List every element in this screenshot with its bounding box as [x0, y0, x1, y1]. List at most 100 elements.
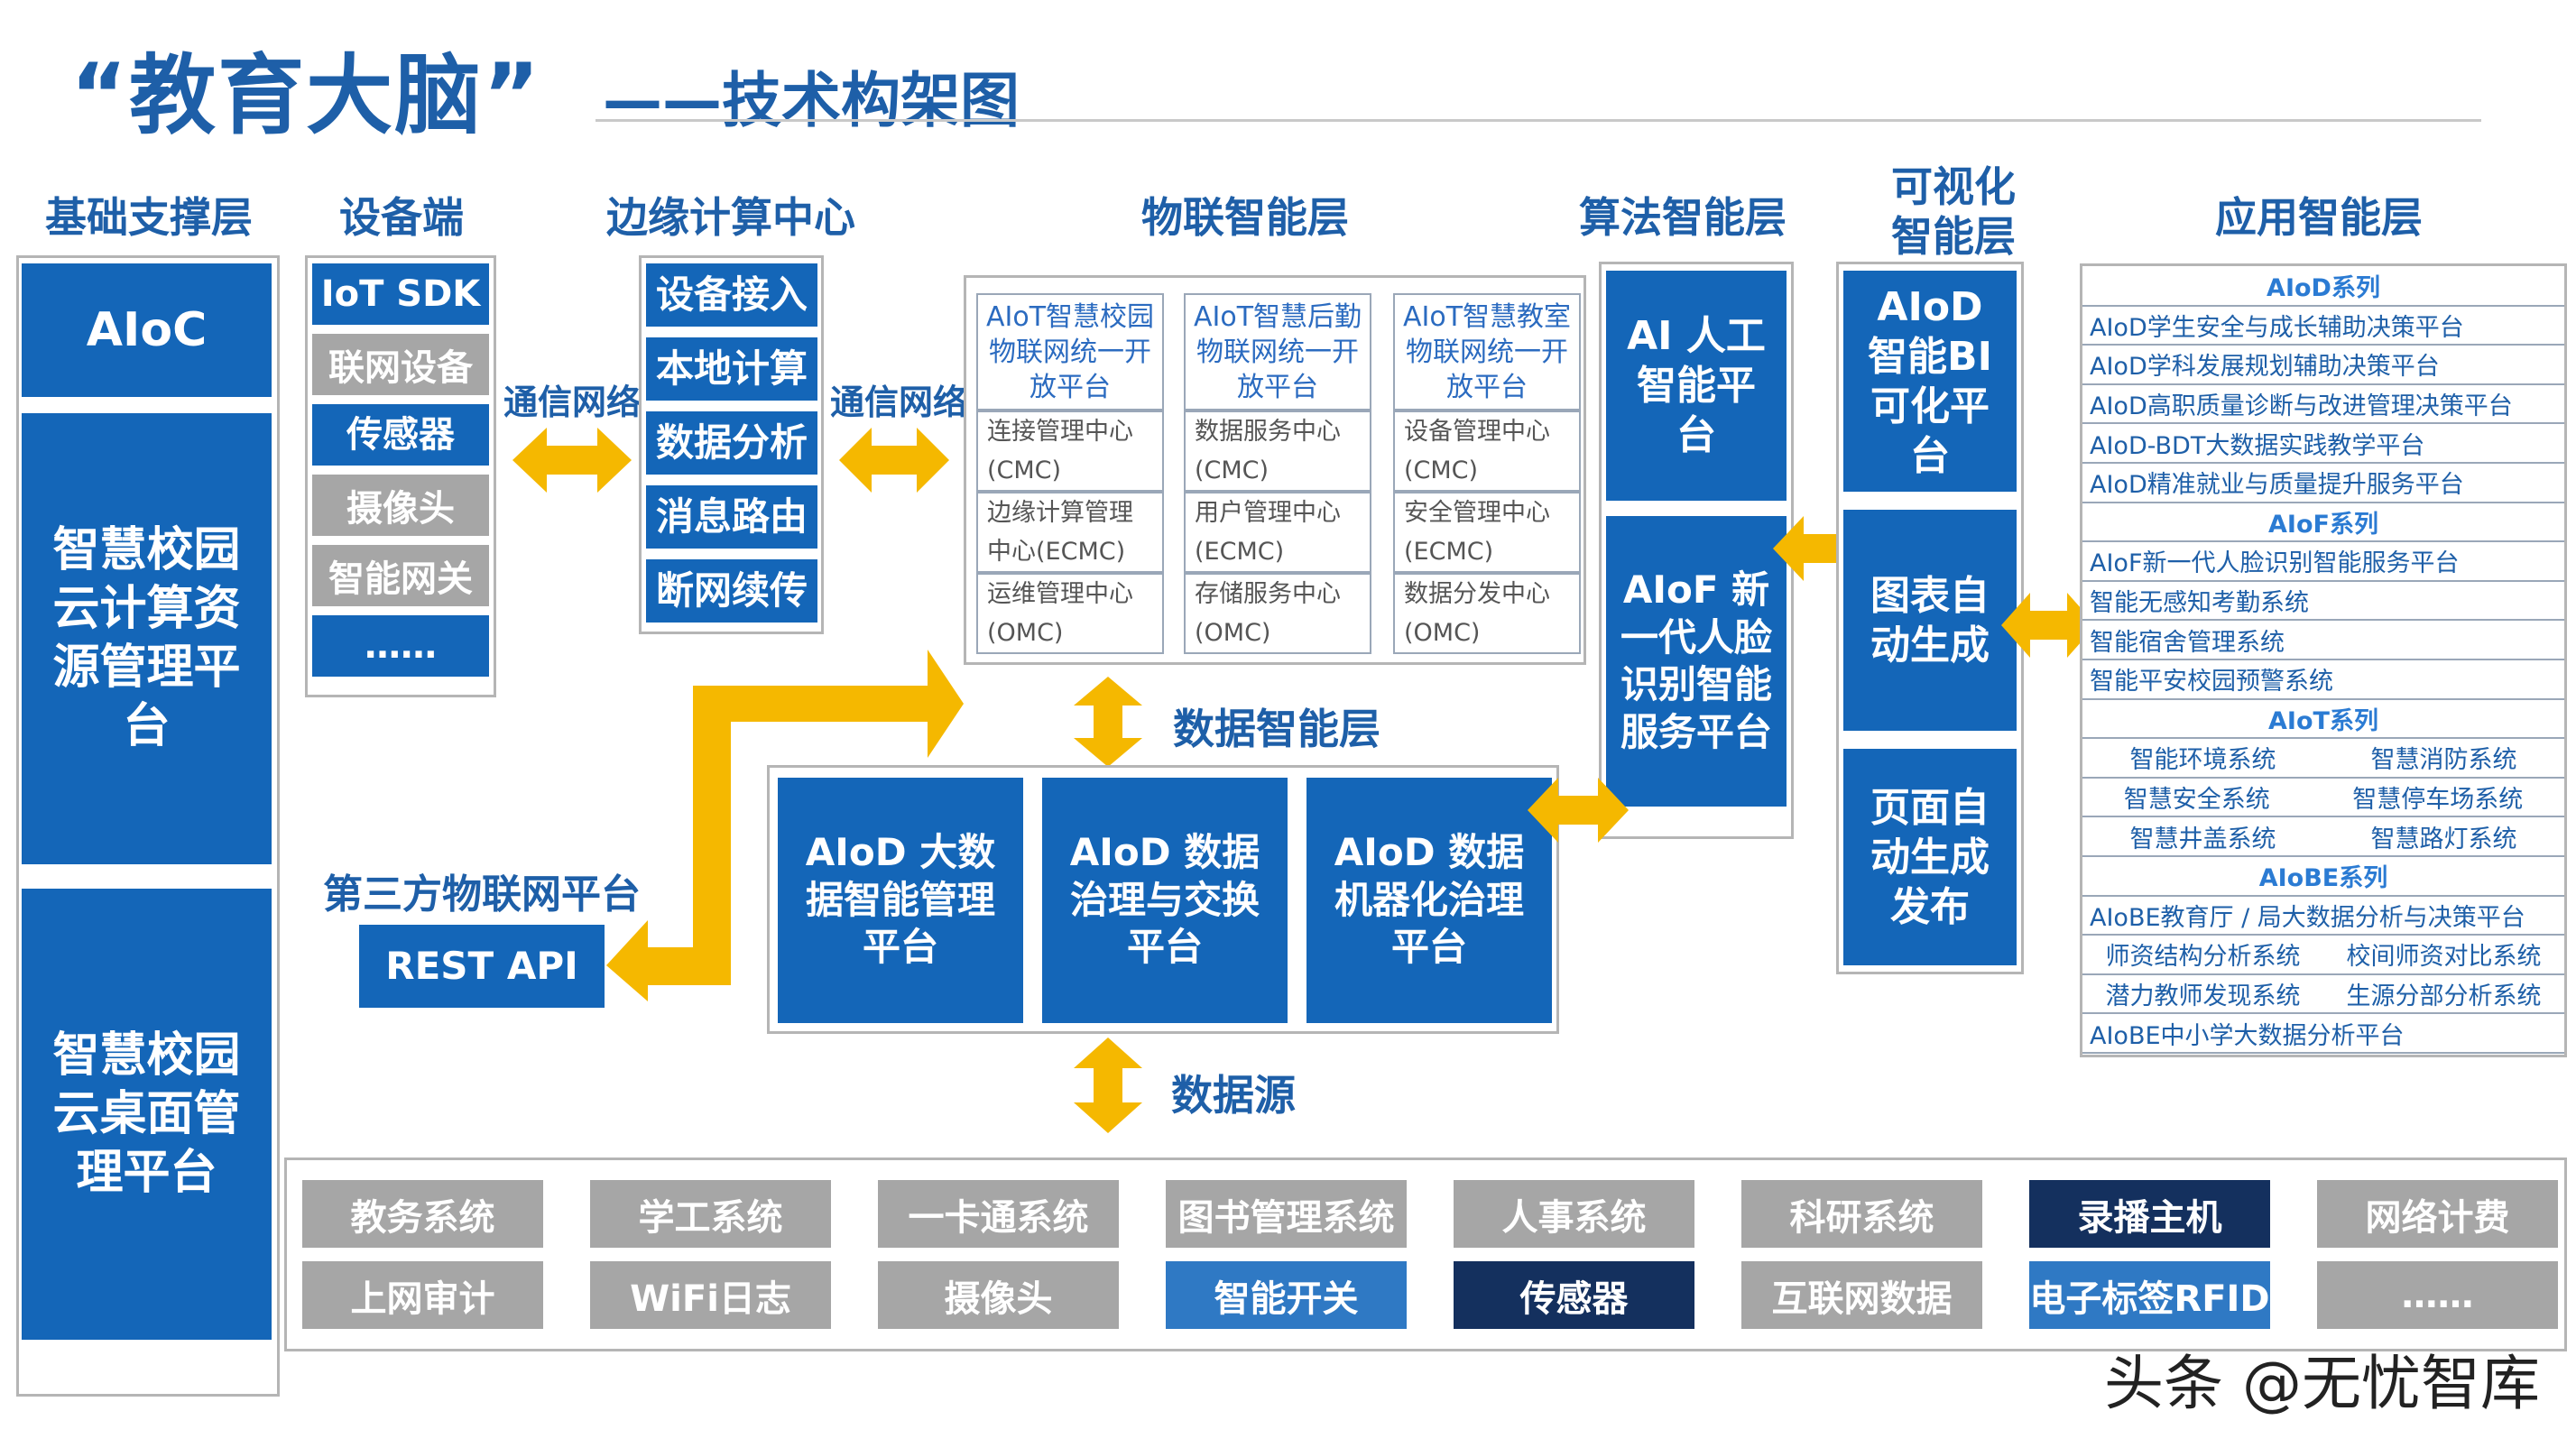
comm-network-label-1: 通信网络 [503, 383, 642, 422]
iot-sub-cell: 用户管理中心(ECMC) [1184, 492, 1371, 573]
iot-column-classroom: AIoT智慧教室物联网统一开放平台 设备管理中心(CMC) 安全管理中心(ECM… [1393, 293, 1581, 654]
aiof-platform-box[interactable]: AIoF 新一代人脸识别智能服务平台 [1606, 516, 1787, 807]
data-source-item[interactable]: 图书管理系统 [1166, 1180, 1407, 1248]
data-source-item[interactable]: …… [2317, 1261, 2558, 1329]
iot-title-classroom[interactable]: AIoT智慧教室物联网统一开放平台 [1393, 293, 1581, 410]
double-arrow-icon [839, 428, 949, 493]
data-intelligence-label: 数据智能层 [1173, 705, 1380, 753]
application-item[interactable]: 校间师资对比系统 [2346, 943, 2542, 972]
page-subtitle: ——技术构架图 [603, 66, 1020, 135]
double-arrow-icon [512, 428, 632, 493]
third-party-label: 第三方物联网平台 [323, 872, 641, 918]
data-source-item[interactable]: 人事系统 [1454, 1180, 1694, 1248]
data-sources-row-2: 上网审计 WiFi日志摄像头智能开关传感器互联网数据电子标签RFID …… [302, 1261, 2558, 1329]
application-item[interactable]: 生源分部分析系统 [2346, 982, 2542, 1011]
iot-title-campus[interactable]: AIoT智慧校园物联网统一开放平台 [976, 293, 1164, 410]
data-source-item[interactable]: 教务系统 [302, 1180, 543, 1248]
double-arrow-icon [2001, 593, 2096, 658]
comm-network-label-2: 通信网络 [830, 383, 968, 422]
application-item[interactable]: AIoD精准就业与质量提升服务平台 [2082, 464, 2564, 503]
application-item[interactable]: 智能宿舍管理系统 [2082, 621, 2564, 660]
ai-platform-box[interactable]: AI 人工智能平台 [1606, 271, 1787, 501]
application-item[interactable]: AIoBE教育厅 / 局大数据分析与决策平台 [2082, 897, 2564, 936]
data-source-item[interactable]: 电子标签RFID [2029, 1261, 2270, 1329]
edge-item-local-compute[interactable]: 本地计算 [646, 337, 817, 401]
application-item[interactable]: AIoD学科发展规划辅助决策平台 [2082, 346, 2564, 385]
application-item[interactable]: AIoD学生安全与成长辅助决策平台 [2082, 307, 2564, 346]
application-item[interactable]: AIoF新一代人脸识别智能服务平台 [2082, 542, 2564, 582]
page-gen-box[interactable]: 页面自动生成发布 [1843, 749, 2017, 965]
application-item-pair: 智慧井盖系统 智慧路灯系统 [2082, 817, 2564, 857]
application-item[interactable]: 智慧安全系统 [2123, 786, 2270, 815]
iot-column-logistics: AIoT智慧后勤物联网统一开放平台 数据服务中心(CMC) 用户管理中心(ECM… [1184, 293, 1371, 654]
edge-item-message-routing[interactable]: 消息路由 [646, 485, 817, 549]
cloud-compute-box[interactable]: 智慧校园云计算资源管理平台 [22, 413, 272, 864]
edge-item-data-analysis[interactable]: 数据分析 [646, 411, 817, 475]
iot-sub-cell: 设备管理中心(CMC) [1393, 410, 1581, 492]
application-item[interactable]: 智能平安校园预警系统 [2082, 660, 2564, 700]
data-box-bigdata[interactable]: AIoD 大数据智能管理平台 [778, 778, 1023, 1023]
application-item-pair: 智慧安全系统 智慧停车场系统 [2082, 779, 2564, 818]
application-item-pair: 智能环境系统 智慧消防系统 [2082, 739, 2564, 779]
header-device: 设备端 [339, 193, 464, 242]
device-item-iot-sdk[interactable]: IoT SDK [312, 263, 489, 325]
iot-frame [964, 275, 1586, 665]
application-item[interactable]: 智慧井盖系统 [2129, 825, 2276, 853]
device-item-camera[interactable]: 摄像头 [312, 475, 489, 536]
application-item[interactable]: 智能环境系统 [2129, 746, 2276, 775]
iot-title-logistics[interactable]: AIoT智慧后勤物联网统一开放平台 [1184, 293, 1371, 410]
data-source-item[interactable]: 互联网数据 [1741, 1261, 1982, 1329]
application-item[interactable]: AIoD-BDT大数据实践教学平台 [2082, 424, 2564, 464]
application-item-pair: 潜力教师发现系统 生源分部分析系统 [2082, 975, 2564, 1015]
data-sources-row-1: 教务系统学工系统一卡通系统图书管理系统人事系统科研系统录播主机网络计费 [302, 1180, 2558, 1248]
application-item[interactable]: 智慧路灯系统 [2370, 825, 2517, 853]
edge-item-device-access[interactable]: 设备接入 [646, 263, 817, 327]
device-item-more[interactable]: …… [312, 615, 489, 677]
data-source-item[interactable]: 摄像头 [878, 1261, 1119, 1329]
application-item[interactable]: 潜力教师发现系统 [2105, 982, 2301, 1011]
iot-sub-cell: 安全管理中心(ECMC) [1393, 492, 1581, 573]
edge-item-offline-resume[interactable]: 断网续传 [646, 559, 817, 623]
application-item[interactable]: 智能无感知考勤系统 [2082, 582, 2564, 622]
data-box-governance[interactable]: AIoD 数据治理与交换平台 [1042, 778, 1288, 1023]
device-list: IoT SDK 联网设备 传感器 摄像头 智能网关 …… [312, 263, 489, 677]
application-item-pair: 师资结构分析系统 校间师资对比系统 [2082, 936, 2564, 975]
application-item[interactable]: AIoBE中小学大数据分析平台 [2082, 1014, 2564, 1054]
device-item-gateway[interactable]: 智能网关 [312, 545, 489, 606]
cloud-desktop-box[interactable]: 智慧校园云桌面管理平台 [22, 889, 272, 1340]
data-source-item[interactable]: 上网审计 [302, 1261, 543, 1329]
device-item-networked[interactable]: 联网设备 [312, 334, 489, 395]
header-edge: 边缘计算中心 [606, 193, 855, 242]
data-source-item[interactable]: 网络计费 [2317, 1180, 2558, 1248]
iot-sub-cell: 数据分发中心(OMC) [1393, 573, 1581, 654]
application-item[interactable]: 智慧消防系统 [2370, 746, 2517, 775]
iot-sub-cell: 数据服务中心(CMC) [1184, 410, 1371, 492]
application-item[interactable]: AIoD高职质量诊断与改进管理决策平台 [2082, 385, 2564, 425]
data-source-item[interactable]: 智能开关 [1166, 1261, 1407, 1329]
application-series-header: AIoD系列 [2082, 267, 2564, 307]
iot-sub-cell: 运维管理中心(OMC) [976, 573, 1164, 654]
chart-gen-box[interactable]: 图表自动生成 [1843, 510, 2017, 731]
header-visual: 可视化 智能层 [1850, 162, 2057, 262]
iot-sub-cell: 存储服务中心(OMC) [1184, 573, 1371, 654]
header-visual-line2: 智能层 [1891, 212, 2016, 262]
application-series-header: AIoT系列 [2082, 700, 2564, 740]
data-source-item[interactable]: 科研系统 [1741, 1180, 1982, 1248]
data-source-item[interactable]: 一卡通系统 [878, 1180, 1119, 1248]
title-divider [596, 119, 2481, 122]
data-source-item[interactable]: 传感器 [1454, 1261, 1694, 1329]
bi-platform-box[interactable]: AIoD 智能BI 可化平台 [1843, 271, 2017, 492]
watermark: 头条 @无忧智库 [2104, 1349, 2540, 1418]
device-item-sensor[interactable]: 传感器 [312, 404, 489, 466]
rest-api-box[interactable]: REST API [359, 925, 605, 1008]
iot-sub-cell: 连接管理中心(CMC) [976, 410, 1164, 492]
page-title: “教育大脑” [70, 45, 542, 146]
data-source-item[interactable]: 学工系统 [590, 1180, 831, 1248]
application-item[interactable]: 师资结构分析系统 [2105, 943, 2301, 972]
data-box-machine[interactable]: AIoD 数据机器化治理平台 [1306, 778, 1552, 1023]
data-source-item[interactable]: WiFi日志 [590, 1261, 831, 1329]
data-source-item[interactable]: 录播主机 [2029, 1180, 2270, 1248]
aioc-box[interactable]: AIoC [22, 263, 272, 397]
application-item[interactable]: 智慧停车场系统 [2352, 786, 2524, 815]
